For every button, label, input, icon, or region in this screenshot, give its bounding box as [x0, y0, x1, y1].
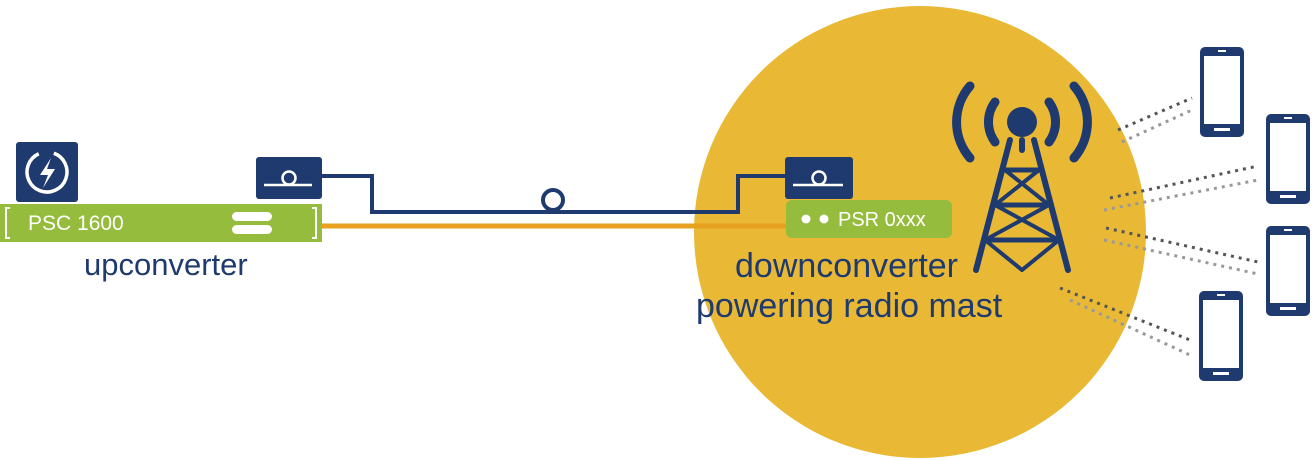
smartphone-icon: [1200, 47, 1244, 137]
antenna-head: [1007, 107, 1037, 137]
psc-device-label: PSC 1600: [28, 212, 124, 235]
smartphone-icon: [1266, 114, 1310, 204]
downconverter-subcaption: powering radio mast: [696, 287, 1003, 325]
upconverter-caption: upconverter: [84, 247, 248, 282]
indicator-bar: [232, 225, 272, 234]
psr-device-label: PSR 0xxx: [838, 209, 926, 231]
led-indicator: [801, 214, 811, 224]
signal-lines: [1059, 96, 1259, 357]
psr-unit: PSR 0xxx: [786, 200, 952, 238]
smartphone-icon: [1199, 291, 1243, 381]
indicator-bar: [232, 212, 272, 221]
optical-module-left: [256, 157, 322, 199]
fiber-cable: [322, 174, 790, 214]
smartphone-icon: [1266, 226, 1310, 316]
psc-1600-unit: PSC 1600: [0, 204, 322, 242]
fiber-coil-icon: [541, 188, 565, 212]
led-indicator: [819, 214, 829, 224]
lightning-bolt-icon: [16, 142, 78, 202]
downconverter-caption: downconverter: [735, 247, 958, 285]
optical-module-right: [785, 157, 853, 199]
radio-mast-icon: [952, 81, 1092, 273]
